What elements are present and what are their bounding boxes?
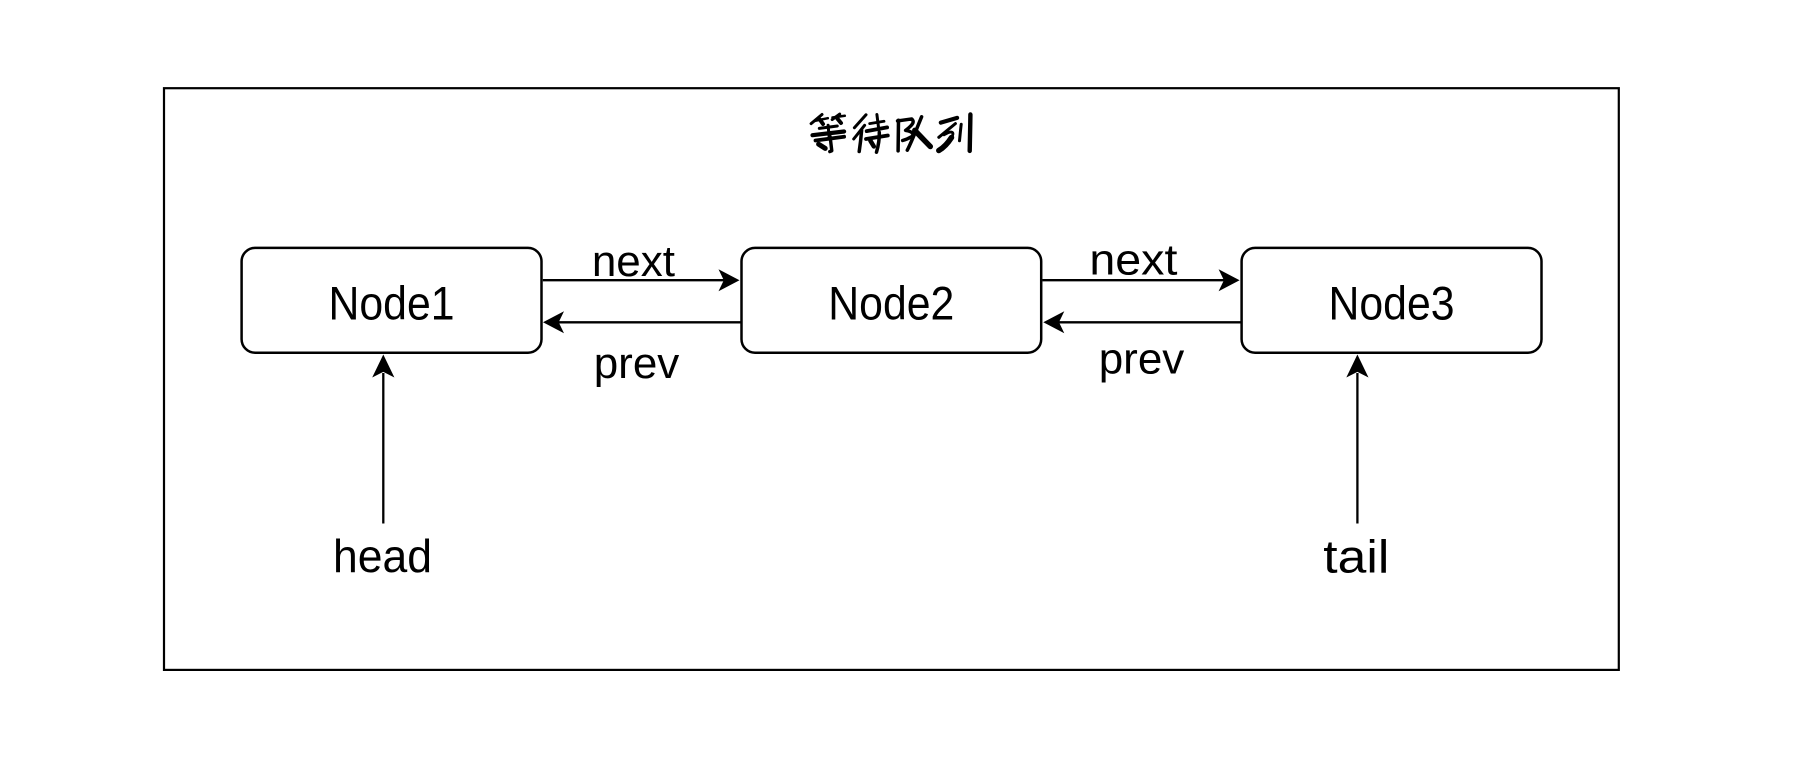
svg-text:head: head [333,530,432,582]
svg-text:next: next [1089,236,1177,285]
svg-text:Node2: Node2 [828,277,954,330]
svg-text:tail: tail [1323,530,1389,582]
svg-text:prev: prev [1099,335,1185,384]
svg-text:next: next [592,237,675,286]
svg-text:Node3: Node3 [1329,277,1455,330]
svg-text:Node1: Node1 [329,277,455,330]
svg-text:prev: prev [594,339,680,388]
